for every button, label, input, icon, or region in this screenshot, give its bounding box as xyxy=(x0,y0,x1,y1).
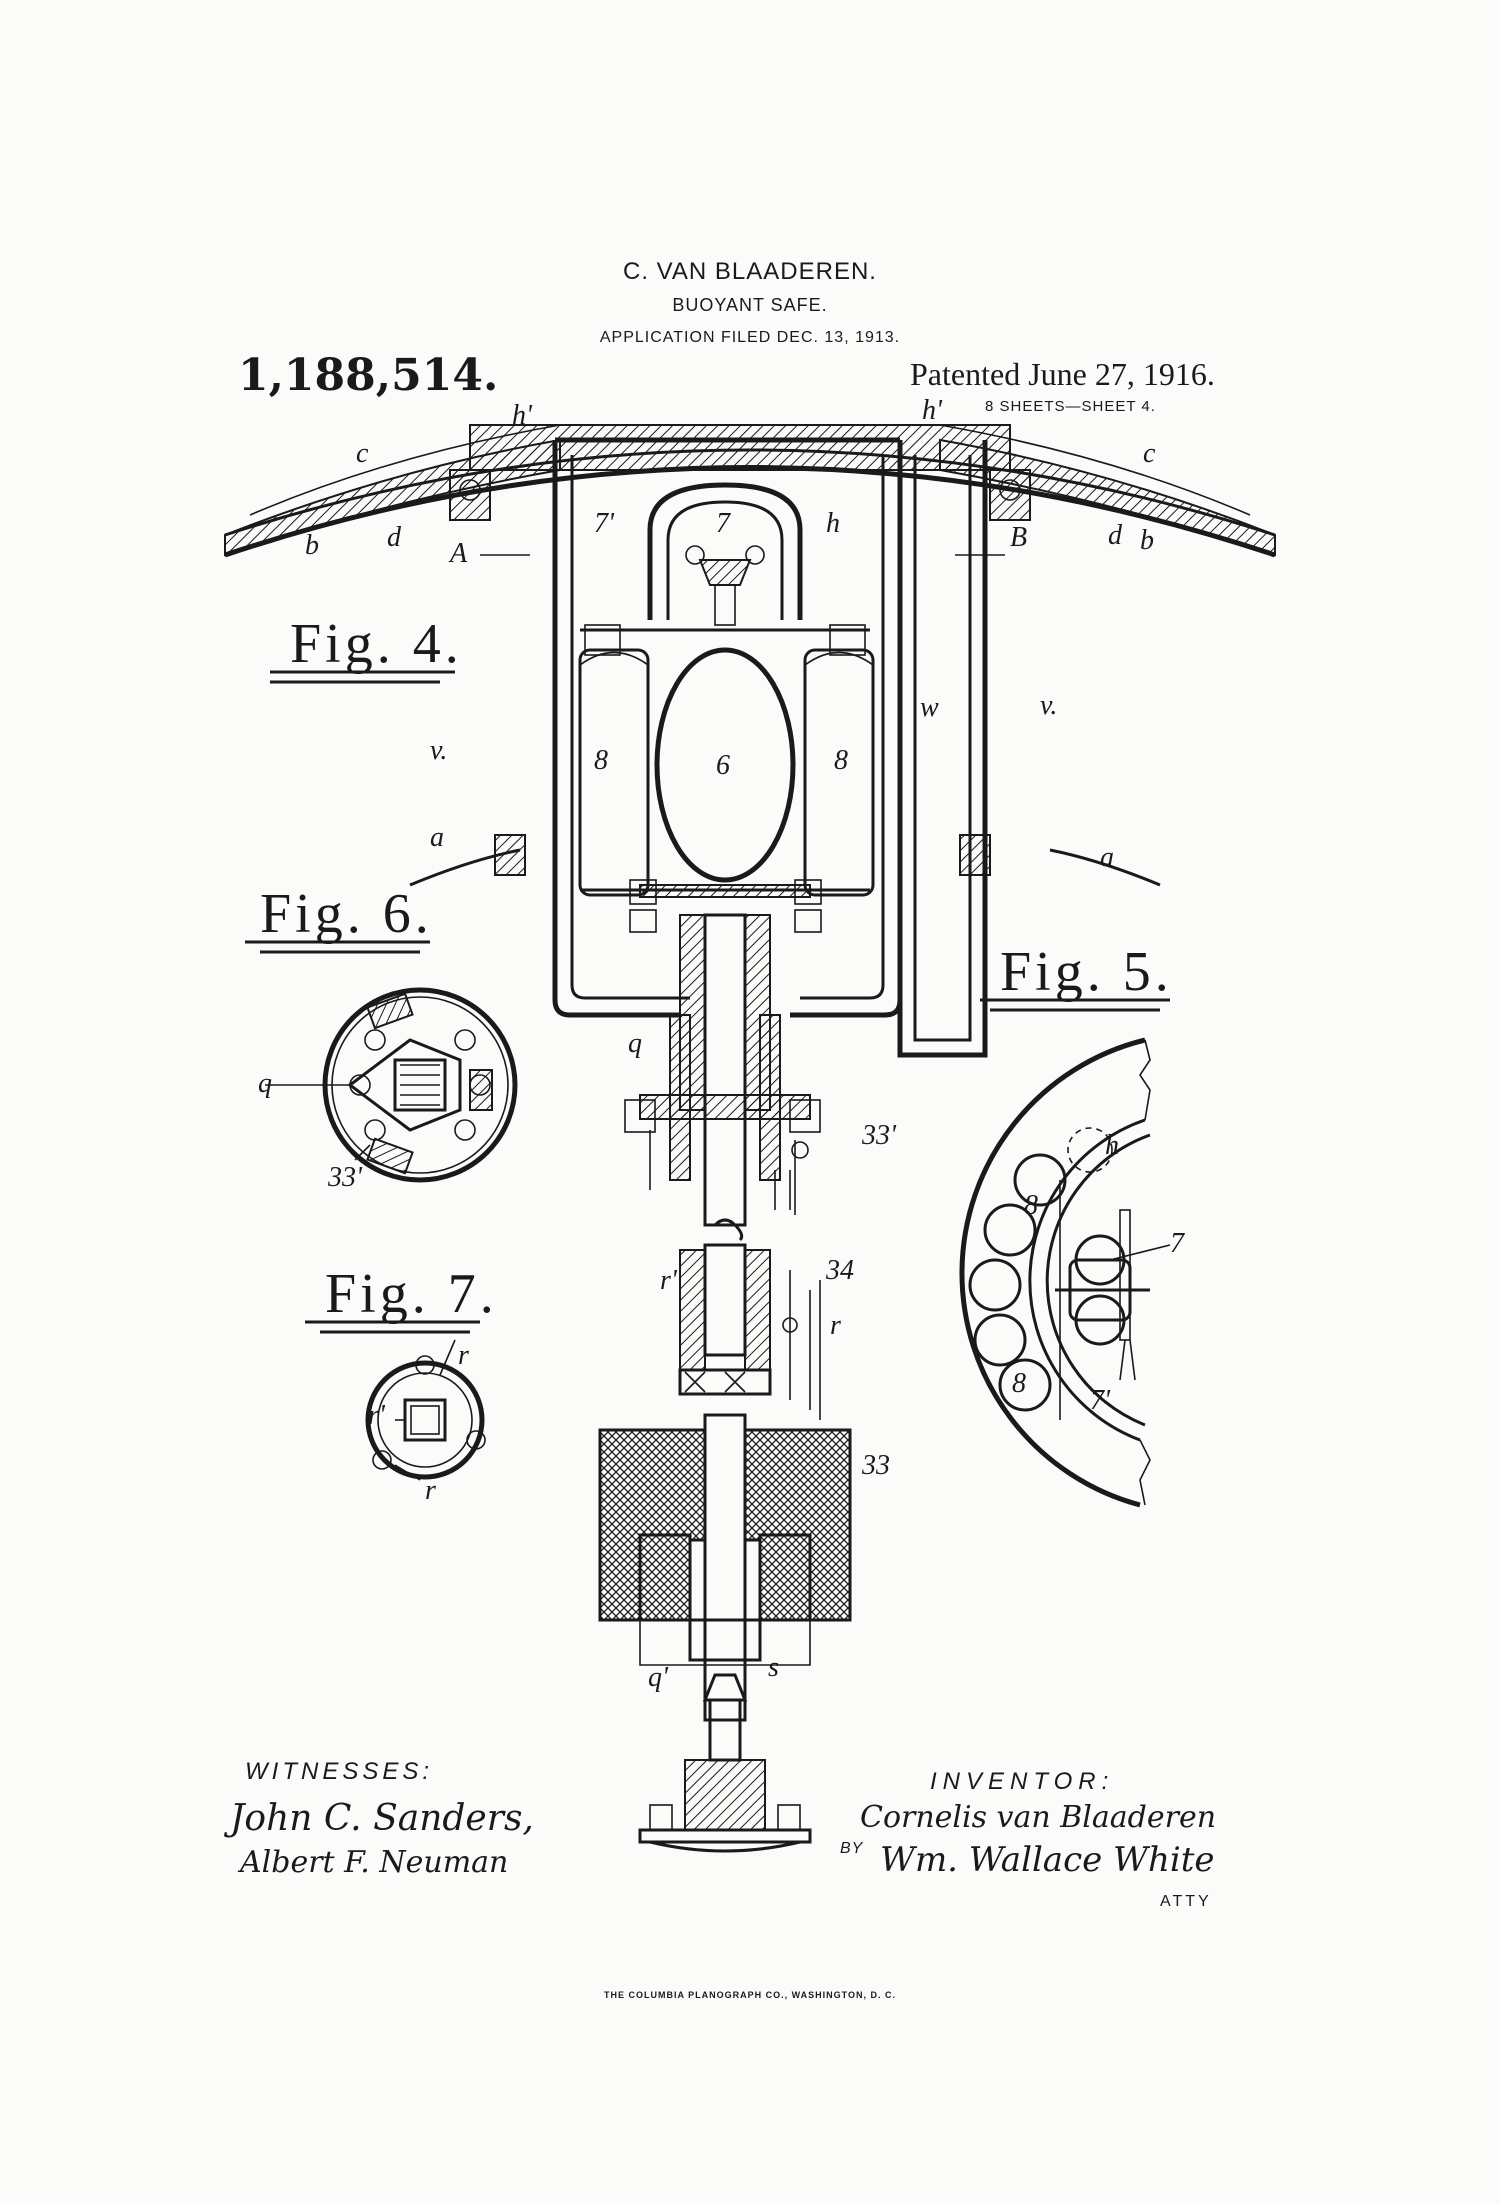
fig7-drawing xyxy=(365,1339,486,1481)
ref-A: A xyxy=(450,538,468,569)
patent-title: BUOYANT SAFE. xyxy=(672,295,828,315)
ref-q-fig6: q xyxy=(258,1068,272,1099)
ref-r-fig7-top: r xyxy=(458,1340,469,1371)
ref-d-left: d xyxy=(387,522,401,553)
application-filed: APPLICATION FILED DEC. 13, 1913. xyxy=(599,329,901,346)
fig5-label: Fig. 5. xyxy=(1000,941,1173,1003)
ref-s: s xyxy=(768,1652,779,1683)
ref-33-prime-fig6: 33' xyxy=(328,1162,362,1193)
ref-h: h xyxy=(826,508,840,539)
ref-8-right: 8 xyxy=(834,745,848,776)
ref-6: 6 xyxy=(716,750,730,781)
ref-B: B xyxy=(1010,522,1028,553)
ref-r-prime-fig7: r' xyxy=(368,1400,385,1431)
ref-8-left: 8 xyxy=(594,745,608,776)
fig-label-underlines xyxy=(245,670,1170,1334)
fig6-label: Fig. 6. xyxy=(260,883,433,945)
ref-v-left: v. xyxy=(430,735,448,766)
ref-7: 7 xyxy=(716,508,730,539)
fig7-label: Fig. 7. xyxy=(325,1263,498,1325)
ref-33-prime: 33' xyxy=(862,1120,896,1151)
ref-33: 33 xyxy=(862,1450,890,1481)
ref-q-prime: q' xyxy=(648,1662,668,1693)
inventor-name: C. VAN BLAADEREN. xyxy=(623,258,877,285)
printer-credit: THE COLUMBIA PLANOGRAPH CO., WASHINGTON,… xyxy=(603,1990,896,2000)
inventor-signature: Cornelis van Blaaderen xyxy=(860,1800,1217,1835)
inventor-label: INVENTOR: xyxy=(930,1768,1115,1795)
atty-label: ATTY xyxy=(1160,1893,1212,1910)
fig4-drawing xyxy=(224,424,1276,1853)
ref-b-right: b xyxy=(1140,525,1154,556)
ref-r-prime: r' xyxy=(660,1265,677,1296)
sheet-info: 8 SHEETS—SHEET 4. xyxy=(985,398,1156,415)
ref-8-fig5-bottom: 8 xyxy=(1012,1368,1026,1399)
patent-number: 1,188,514. xyxy=(238,350,499,401)
ref-a-right: a xyxy=(1100,842,1114,873)
witness-2-signature: Albert F. Neuman xyxy=(240,1845,509,1880)
fig5-drawing xyxy=(959,1037,1171,1508)
ref-r: r xyxy=(830,1310,841,1341)
attorney-signature: Wm. Wallace White xyxy=(880,1840,1215,1880)
ref-c-left: c xyxy=(356,438,369,469)
by-label: BY xyxy=(840,1840,864,1857)
patented-date: Patented June 27, 1916. xyxy=(910,356,1215,392)
ref-q: q xyxy=(628,1028,642,1059)
witness-1-signature: John C. Sanders, xyxy=(230,1798,534,1839)
ref-v-right: v. xyxy=(1040,690,1058,721)
ref-h-fig5: h xyxy=(1105,1130,1119,1161)
ref-7-prime: 7' xyxy=(594,508,614,539)
ref-a-left: a xyxy=(430,822,444,853)
ref-8-fig5-top: 8 xyxy=(1024,1190,1038,1221)
ref-7-prime-fig5: 7' xyxy=(1090,1385,1110,1416)
ref-h-prime-right: h' xyxy=(922,395,942,426)
witnesses-label: WITNESSES: xyxy=(245,1758,434,1785)
ref-w: w xyxy=(920,692,939,723)
ref-r-fig7-bottom: r xyxy=(425,1475,436,1506)
ref-34: 34 xyxy=(826,1255,854,1286)
ref-d-right: d xyxy=(1108,520,1122,551)
ref-7-fig5: 7 xyxy=(1170,1228,1184,1259)
fig6-drawing xyxy=(265,987,518,1183)
ref-h-prime-left: h' xyxy=(512,400,532,431)
ref-c-right: c xyxy=(1143,438,1156,469)
fig4-label: Fig. 4. xyxy=(290,613,463,675)
ref-b-left: b xyxy=(305,530,319,561)
